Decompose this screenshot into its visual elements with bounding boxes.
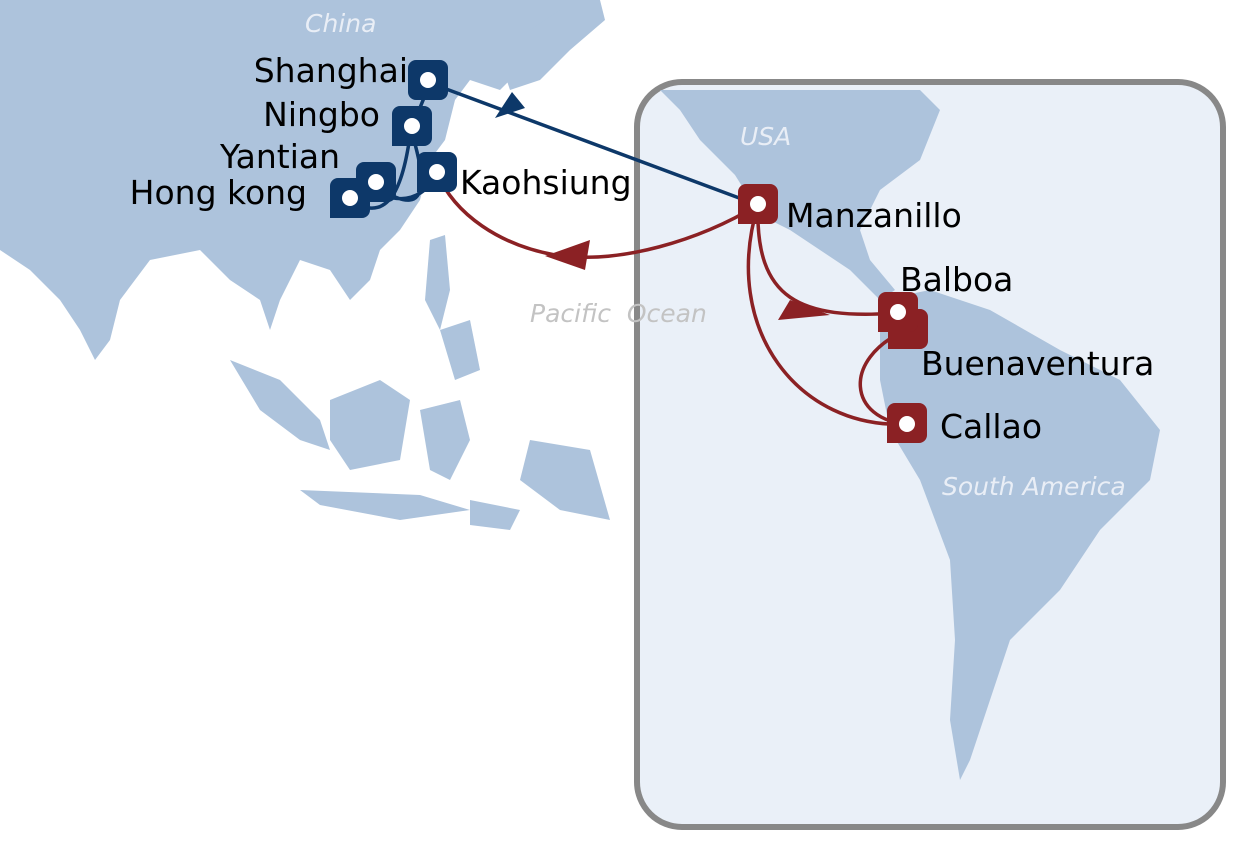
region-label-usa: USA	[740, 122, 791, 151]
port-markers	[330, 60, 928, 443]
region-label-china: China	[305, 9, 376, 38]
port-label-manzanillo: Manzanillo	[786, 196, 962, 235]
arrow-asia-eastbound	[495, 92, 525, 118]
port-label-kaohsiung: Kaohsiung	[460, 163, 632, 202]
port-label-buenaventura: Buenaventura	[921, 344, 1154, 383]
port-label-yantian: Yantian	[219, 137, 340, 176]
route-manzanillo-callao	[746, 204, 908, 426]
route-manzanillo-balboa	[756, 204, 899, 317]
arrow-balboa	[778, 300, 830, 320]
route-shanghai-manzanillo	[429, 81, 759, 207]
port-label-ningbo: Ningbo	[263, 95, 380, 134]
arrow-westbound	[545, 240, 590, 270]
region-label-south-america: South America	[942, 472, 1126, 501]
port-label-callao: Callao	[940, 407, 1042, 446]
americas-landmass	[660, 90, 1160, 780]
port-label-balboa: Balboa	[900, 260, 1013, 299]
port-label-hong-kong: Hong kong	[130, 173, 307, 212]
port-label-shanghai: Shanghai	[254, 51, 408, 90]
region-label-pacific-ocean: Pacific Ocean	[530, 299, 707, 328]
